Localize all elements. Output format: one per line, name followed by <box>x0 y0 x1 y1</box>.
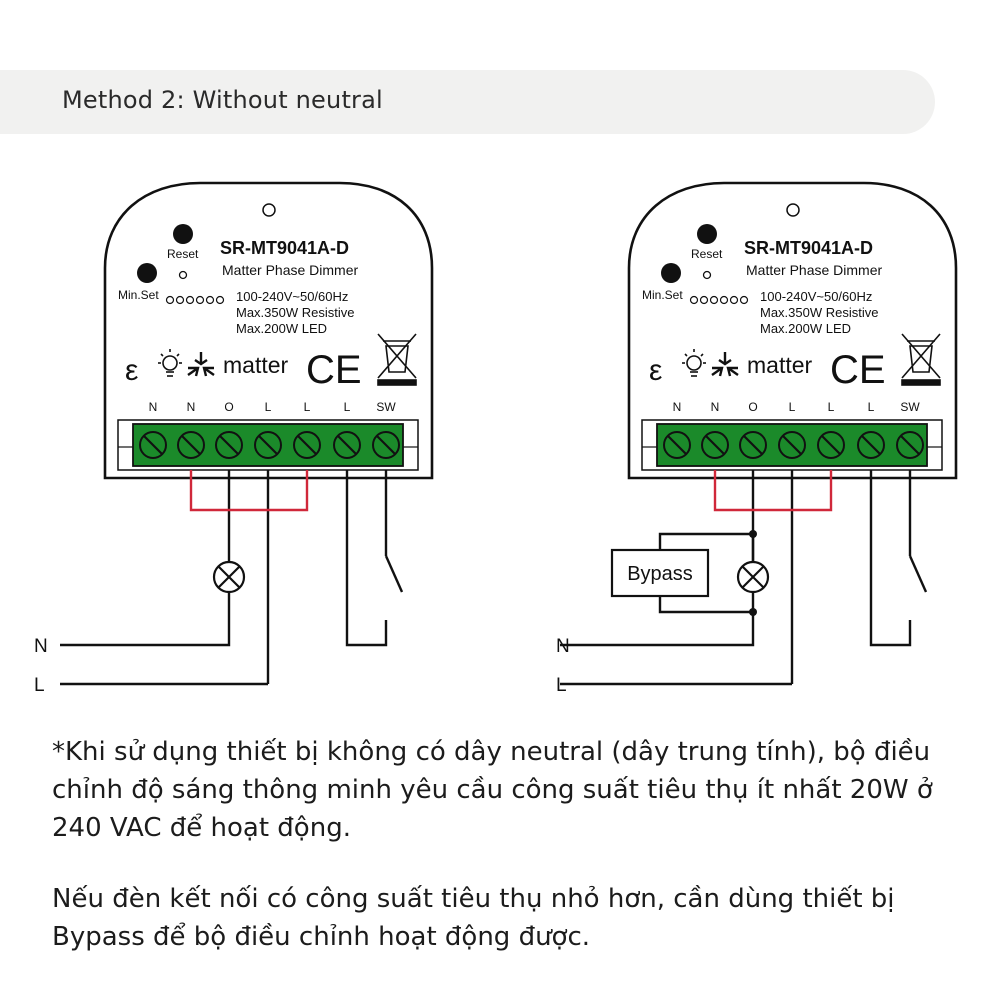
neutral-label: N <box>556 636 570 657</box>
weee-bin-icon <box>377 333 417 386</box>
terminal-label: O <box>748 400 757 414</box>
terminal-label: N <box>673 400 682 414</box>
ce-mark-icon: CE <box>830 348 886 392</box>
spec-resistive: Max.350W Resistive <box>760 305 878 320</box>
neutral-label: N <box>34 636 48 657</box>
terminal-label: L <box>304 400 311 414</box>
spec-voltage: 100-240V~50/60Hz <box>236 289 348 304</box>
terminal-label: L <box>265 400 272 414</box>
terminal-label: SW <box>900 400 920 414</box>
device-right: SR-MT9041A-D Matter Phase Dimmer Reset M… <box>556 181 958 696</box>
section-header-bar <box>0 70 935 134</box>
spec-voltage: 100-240V~50/60Hz <box>760 289 872 304</box>
spec-led: Max.200W LED <box>760 321 851 336</box>
device-left: SR-MT9041A-D Matter Phase Dimmer Reset M… <box>34 181 434 696</box>
device-subtitle: Matter Phase Dimmer <box>222 262 358 278</box>
matter-logo: matter <box>747 352 813 378</box>
bypass-note: Nếu đèn kết nối có công suất tiêu thụ nh… <box>52 884 895 952</box>
terminal-label: N <box>149 400 158 414</box>
minset-label: Min.Set <box>118 288 159 302</box>
terminal-label: L <box>828 400 835 414</box>
bypass-label: Bypass <box>627 563 693 585</box>
terminal-label: N <box>187 400 196 414</box>
live-label: L <box>556 675 567 696</box>
terminal-label: O <box>224 400 233 414</box>
device-model: SR-MT9041A-D <box>220 238 349 258</box>
terminal-label: L <box>789 400 796 414</box>
device-subtitle: Matter Phase Dimmer <box>746 262 882 278</box>
lamp-icon <box>736 560 770 594</box>
spec-resistive: Max.350W Resistive <box>236 305 354 320</box>
live-label: L <box>34 675 45 696</box>
weee-bin-icon <box>901 333 941 386</box>
ce-mark-icon: CE <box>306 348 362 392</box>
minset-label: Min.Set <box>642 288 683 302</box>
reset-label: Reset <box>691 247 723 261</box>
spec-led: Max.200W LED <box>236 321 327 336</box>
section-title: Method 2: Without neutral <box>62 86 383 114</box>
device-model: SR-MT9041A-D <box>744 238 873 258</box>
neutral-requirement-note: *Khi sử dụng thiết bị không có dây neutr… <box>52 737 933 843</box>
terminal-label: L <box>344 400 351 414</box>
bypass-box <box>610 548 710 598</box>
terminal-label: N <box>711 400 720 414</box>
matter-logo: matter <box>223 352 289 378</box>
lamp-icon <box>212 560 246 594</box>
terminal-label: SW <box>376 400 396 414</box>
terminal-label: L <box>868 400 875 414</box>
reset-label: Reset <box>167 247 199 261</box>
